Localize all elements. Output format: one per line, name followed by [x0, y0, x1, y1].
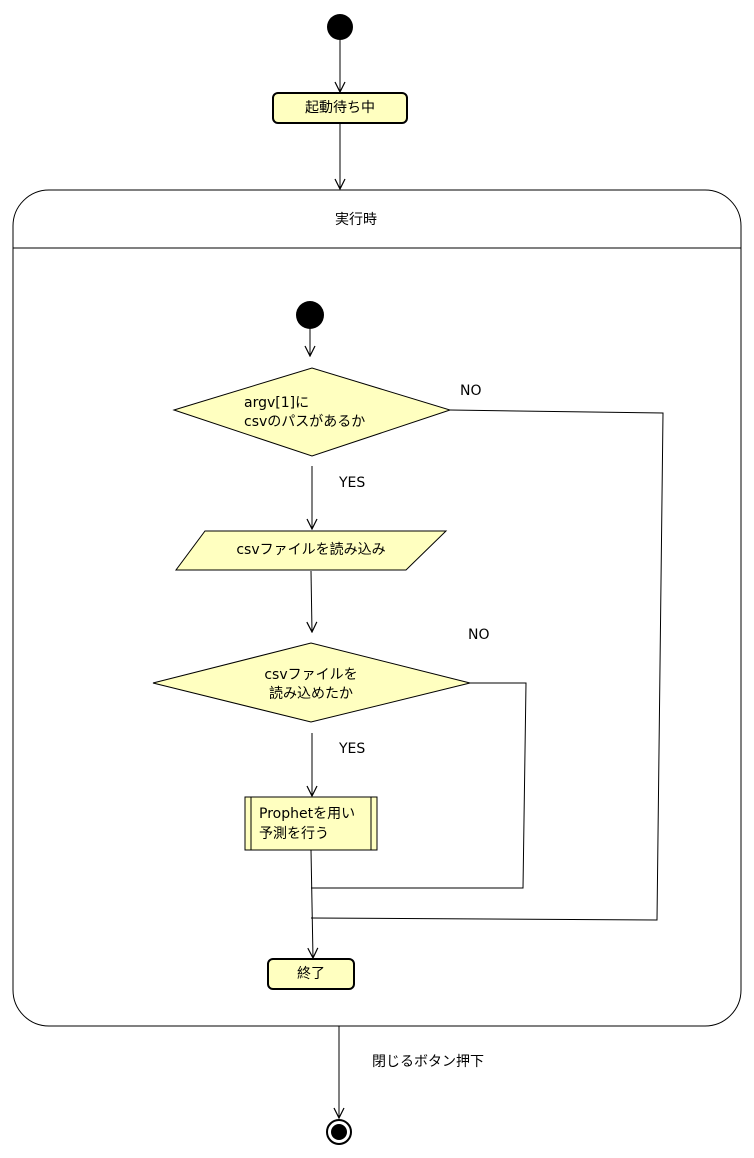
guard-no-1: NO [460, 383, 482, 399]
edge-process-to-end [311, 849, 313, 958]
edge-decision1-no [310, 409, 664, 921]
guard-yes-2: YES [339, 741, 366, 757]
state-running-box [12, 189, 742, 1027]
decision2-label-line2: 読み込めたか [269, 686, 353, 702]
guard-yes-1: YES [339, 475, 366, 491]
decision2-label-line1: csvファイルを [264, 667, 358, 683]
io-read-csv-label: csvファイルを読み込み [236, 542, 386, 558]
edge-decision2-no [311, 682, 527, 889]
io-read-csv [175, 530, 448, 571]
decision1-label-line2: csvのパスがあるか [244, 414, 366, 430]
state-running-label: 実行時 [335, 212, 377, 228]
guard-no-2: NO [468, 627, 490, 643]
edge-io-to-decision2 [311, 570, 312, 632]
state-end-label: 終了 [297, 966, 325, 982]
transition-close-label: 閉じるボタン押下 [372, 1054, 484, 1070]
inner-initial-node [296, 301, 324, 329]
process-label-line2: 予測を行う [259, 826, 329, 842]
initial-node [327, 14, 353, 40]
state-waiting-label: 起動待ち中 [305, 100, 375, 116]
process-label-line1: Prophetを用い [259, 806, 356, 822]
state-end-box [267, 958, 355, 990]
final-node-inner [331, 1124, 347, 1140]
decision1-label-line1: argv[1]に [244, 395, 310, 411]
